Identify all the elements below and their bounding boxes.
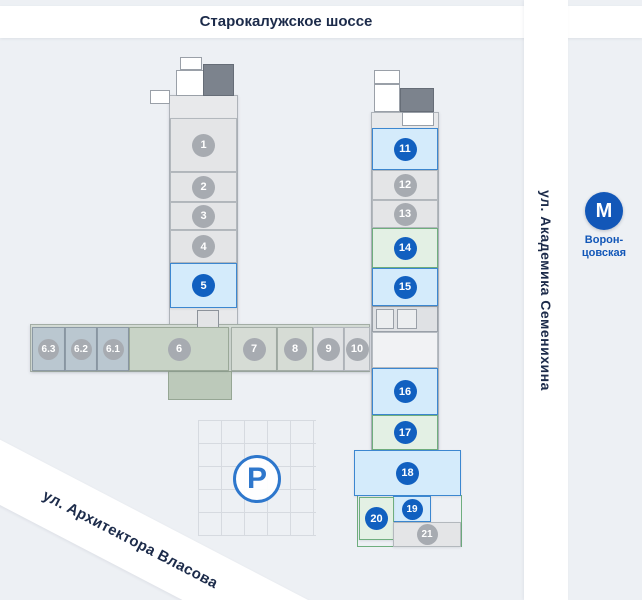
unit-8-badge: 8 — [283, 337, 307, 361]
unit-16-badge: 16 — [393, 380, 417, 403]
rooftop-structure — [402, 112, 434, 126]
rooftop-structure — [374, 84, 400, 112]
unit-6-1[interactable]: 6.1 — [97, 327, 129, 371]
metro-name-line1: Ворон- — [584, 234, 624, 246]
unit-21-badge: 21 — [416, 524, 438, 545]
unit-14[interactable]: 14 — [372, 228, 438, 268]
unit-11-badge: 11 — [393, 137, 417, 161]
street-right: ул. Академика Семенихина — [524, 0, 568, 600]
rooftop-structure — [374, 70, 400, 84]
lobby-area — [372, 332, 438, 368]
unit-6-2[interactable]: 6.2 — [65, 327, 97, 371]
rooftop-structure — [176, 70, 206, 96]
unit-15-badge: 15 — [393, 275, 417, 299]
unit-11[interactable]: 11 — [372, 128, 438, 170]
unit-10[interactable]: 10 — [344, 327, 370, 371]
rooftop-structure — [150, 90, 170, 104]
unit-15[interactable]: 15 — [372, 268, 438, 306]
elevator-core — [376, 309, 394, 329]
elevator-core — [397, 309, 417, 329]
unit-3-badge: 3 — [192, 204, 215, 228]
metro-name: Ворон- цовская — [578, 234, 630, 259]
unit-5-badge: 5 — [192, 274, 215, 297]
unit-12-badge: 12 — [393, 173, 417, 197]
unit-2-badge: 2 — [192, 175, 215, 199]
unit-5[interactable]: 5 — [170, 263, 237, 308]
unit-9-badge: 9 — [317, 337, 340, 361]
unit-13-badge: 13 — [393, 202, 417, 226]
unit-8[interactable]: 8 — [277, 327, 313, 371]
metro-name-line2: цовская — [581, 246, 627, 259]
unit-20-badge: 20 — [365, 507, 388, 530]
unit-7[interactable]: 7 — [231, 327, 277, 371]
unit-17-badge: 17 — [393, 421, 417, 444]
unit-6-extension — [168, 371, 232, 400]
unit-9[interactable]: 9 — [313, 327, 344, 371]
parking-icon: P — [233, 455, 281, 503]
unit-6-1-badge: 6.1 — [102, 338, 124, 360]
rooftop-structure — [180, 57, 202, 70]
unit-18[interactable]: 18 — [354, 450, 461, 496]
unit-10-badge: 10 — [345, 337, 369, 361]
unit-12[interactable]: 12 — [372, 170, 438, 200]
metro-station: М Ворон- цовская — [578, 192, 630, 259]
unit-4-badge: 4 — [192, 235, 215, 258]
metro-icon: М — [585, 192, 623, 230]
unit-13[interactable]: 13 — [372, 200, 438, 228]
unit-3[interactable]: 3 — [170, 202, 237, 230]
unit-19-badge: 19 — [401, 498, 423, 520]
unit-1-badge: 1 — [192, 133, 215, 157]
unit-2[interactable]: 2 — [170, 172, 237, 202]
unit-7-badge: 7 — [242, 337, 266, 361]
unit-6-3-badge: 6.3 — [38, 338, 59, 360]
street-top-label: Старокалужское шоссе — [199, 13, 373, 30]
unit-6-badge: 6 — [167, 337, 191, 361]
unit-18-badge: 18 — [396, 461, 419, 485]
unit-14-badge: 14 — [393, 236, 417, 260]
unit-6-2-badge: 6.2 — [70, 338, 92, 360]
unit-6[interactable]: 6 — [129, 327, 229, 371]
unit-20[interactable]: 20 — [359, 497, 394, 540]
street-right-label: ул. Академика Семенихина — [538, 190, 554, 391]
unit-21[interactable]: 21 — [393, 522, 461, 547]
rooftop-structure-dark — [400, 88, 434, 112]
unit-1[interactable]: 1 — [170, 118, 237, 172]
unit-17[interactable]: 17 — [372, 415, 438, 450]
rooftop-structure-dark — [203, 64, 234, 96]
unit-16[interactable]: 16 — [372, 368, 438, 415]
unit-4[interactable]: 4 — [170, 230, 237, 263]
unit-19[interactable]: 19 — [393, 496, 431, 522]
unit-6-3[interactable]: 6.3 — [32, 327, 65, 371]
